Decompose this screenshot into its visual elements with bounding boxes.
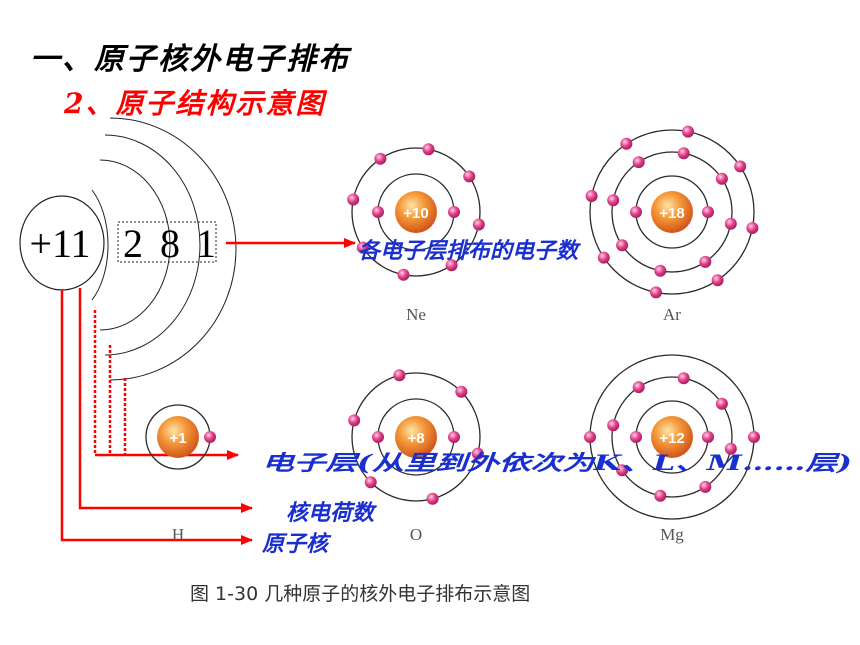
- electron: [445, 259, 458, 272]
- electron: [607, 194, 620, 207]
- shell-count-box: [117, 221, 217, 263]
- nucleus-charge: +8: [407, 430, 424, 447]
- electron: [616, 239, 629, 252]
- orbit-mg-2: [611, 376, 733, 498]
- annotation-arrows: [60, 238, 356, 545]
- electron: [426, 492, 439, 505]
- figure-caption: 图 1-30 几种原子的核外电子排布示意图: [190, 583, 530, 605]
- electron: [632, 381, 645, 394]
- electron: [597, 251, 610, 264]
- nucleus-h: [157, 416, 199, 458]
- electron: [734, 160, 747, 173]
- label-electrons-per-shell: 各电子层排布的电子数: [358, 238, 581, 264]
- electron: [724, 217, 737, 230]
- atom-name-label: O: [410, 525, 422, 544]
- electron: [397, 268, 410, 281]
- electron: [372, 431, 384, 443]
- electron: [374, 152, 387, 165]
- electron: [472, 218, 485, 231]
- annotation-labels: 各电子层排布的电子数 电子层(从里到外依次为K、L、M……层) 核电荷数 原子核: [261, 238, 852, 557]
- electron: [715, 172, 728, 185]
- orbit-o-2: [351, 372, 481, 502]
- nucleus-mg: [651, 416, 693, 458]
- electron: [748, 431, 760, 443]
- electron: [677, 372, 690, 385]
- electron: [448, 206, 460, 218]
- shell-count-l: 8: [160, 221, 180, 266]
- nucleus-charge: +18: [659, 205, 684, 222]
- electron: [630, 206, 642, 218]
- electron: [585, 190, 598, 202]
- electron: [422, 143, 435, 156]
- shell-arc-2: [99, 159, 171, 331]
- arrow-nuclear-charge: [78, 288, 253, 513]
- electron: [455, 385, 468, 398]
- electron: [699, 255, 712, 268]
- electron: [746, 222, 759, 234]
- label-nucleus: 原子核: [261, 531, 332, 557]
- electron: [607, 419, 620, 432]
- nucleus-charge: +10: [403, 205, 428, 222]
- sodium-schematic: +11 2 8 1: [19, 117, 237, 381]
- electron: [616, 464, 629, 477]
- atom-name-label: Ar: [663, 305, 681, 324]
- nucleus-charge: +1: [169, 430, 186, 447]
- shell-count-m: 1: [196, 221, 216, 266]
- shell-arc-1: [91, 189, 109, 301]
- electron: [677, 147, 690, 160]
- nucleus-charge-label: +11: [29, 221, 90, 266]
- electron: [630, 431, 642, 443]
- electron: [650, 286, 662, 299]
- electron: [702, 206, 714, 218]
- atom-name-label: H: [172, 525, 184, 544]
- electron: [448, 431, 460, 443]
- page-title: 一、原子核外电子排布: [30, 42, 350, 77]
- electron: [204, 431, 216, 443]
- nucleus-charge: +12: [659, 430, 684, 447]
- arrow-nucleus: [60, 290, 253, 545]
- electron: [372, 206, 384, 218]
- electron: [715, 397, 728, 410]
- electron: [702, 431, 714, 443]
- electron: [711, 274, 724, 287]
- electron: [724, 442, 737, 455]
- electron: [463, 170, 476, 183]
- orbit-ar-3: [589, 129, 755, 295]
- nucleus-ar: [651, 191, 693, 233]
- orbit-ne-2: [351, 147, 481, 277]
- electron: [356, 241, 369, 254]
- atom-name-label: Ne: [406, 305, 426, 324]
- label-shells: 电子层(从里到外依次为K、L、M……层): [262, 450, 852, 475]
- shell-count-k: 2: [123, 221, 143, 266]
- electron: [620, 137, 633, 150]
- electron: [584, 431, 596, 443]
- electron: [347, 193, 360, 206]
- electron: [348, 414, 361, 427]
- shell-arc-4: [109, 117, 237, 381]
- atom-h: +1H: [145, 404, 216, 544]
- nucleus-ne: [395, 191, 437, 233]
- electron: [393, 369, 406, 382]
- atom-o: +8O: [348, 369, 484, 544]
- electron: [632, 156, 645, 169]
- electron: [364, 476, 377, 489]
- page-subtitle: 2、原子结构示意图: [64, 87, 326, 120]
- nucleus-o: [395, 416, 437, 458]
- orbit-ar-2: [611, 151, 733, 273]
- label-nuclear-charge: 核电荷数: [286, 500, 377, 526]
- electron: [654, 489, 667, 502]
- electron: [654, 264, 667, 277]
- electron: [699, 480, 712, 493]
- atom-name-label: Mg: [660, 525, 684, 544]
- electron: [471, 447, 484, 460]
- electron: [682, 125, 694, 138]
- shell-arc-3: [104, 134, 201, 356]
